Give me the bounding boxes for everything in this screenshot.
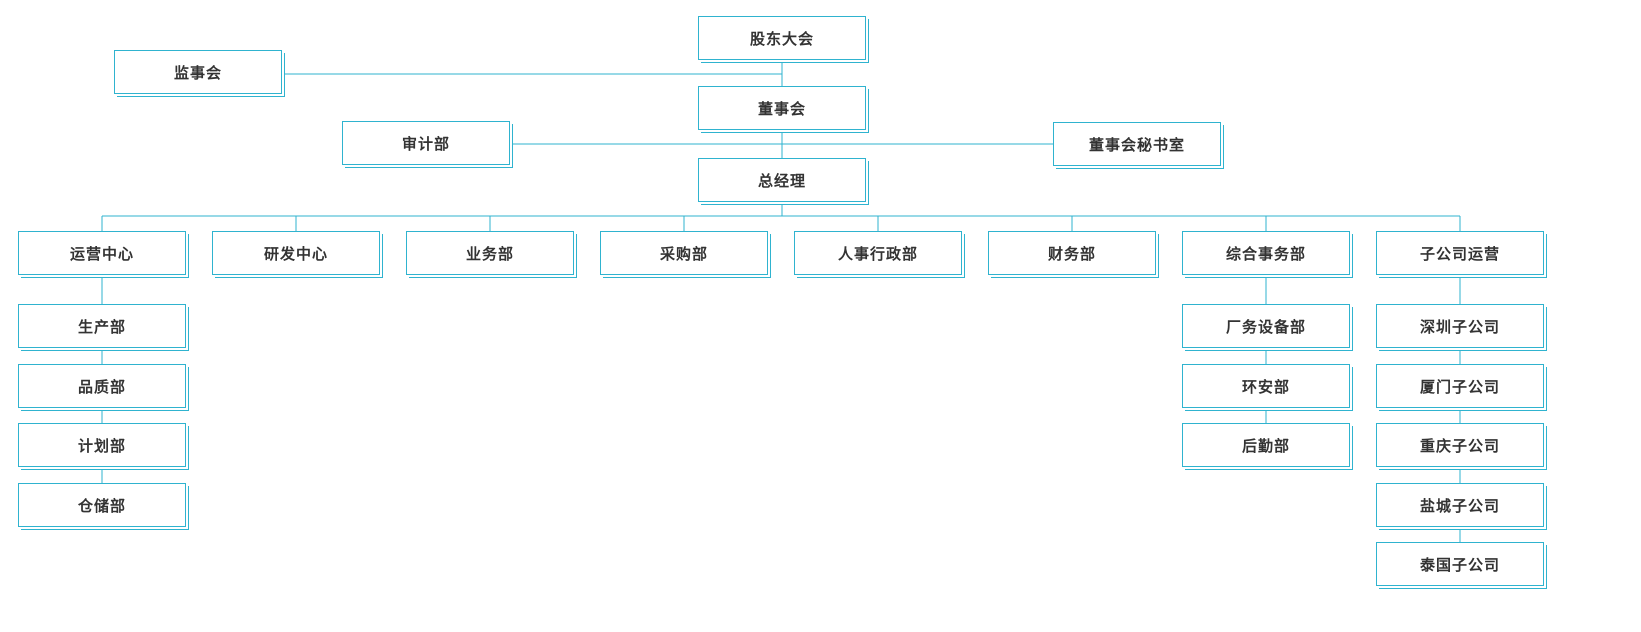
node-sub-unit-6-0: 厂务设备部 — [1182, 304, 1350, 348]
node-department-4: 人事行政部 — [794, 231, 962, 275]
node-sub-unit-7-0: 深圳子公司 — [1376, 304, 1544, 348]
node-sub-unit-6-2: 后勤部 — [1182, 423, 1350, 467]
node-sub-unit-0-3: 仓储部 — [18, 483, 186, 527]
node-board-secretary: 董事会秘书室 — [1053, 122, 1221, 166]
node-department-1: 研发中心 — [212, 231, 380, 275]
node-general-manager: 总经理 — [698, 158, 866, 202]
node-department-6: 综合事务部 — [1182, 231, 1350, 275]
node-department-0: 运营中心 — [18, 231, 186, 275]
node-department-7: 子公司运营 — [1376, 231, 1544, 275]
node-supervisors: 监事会 — [114, 50, 282, 94]
node-sub-unit-7-2: 重庆子公司 — [1376, 423, 1544, 467]
node-department-5: 财务部 — [988, 231, 1156, 275]
node-audit: 审计部 — [342, 121, 510, 165]
node-department-2: 业务部 — [406, 231, 574, 275]
node-department-3: 采购部 — [600, 231, 768, 275]
node-board: 董事会 — [698, 86, 866, 130]
node-shareholders: 股东大会 — [698, 16, 866, 60]
node-sub-unit-7-4: 泰国子公司 — [1376, 542, 1544, 586]
node-sub-unit-0-1: 品质部 — [18, 364, 186, 408]
node-sub-unit-0-0: 生产部 — [18, 304, 186, 348]
node-sub-unit-7-1: 厦门子公司 — [1376, 364, 1544, 408]
node-sub-unit-0-2: 计划部 — [18, 423, 186, 467]
node-sub-unit-6-1: 环安部 — [1182, 364, 1350, 408]
node-sub-unit-7-3: 盐城子公司 — [1376, 483, 1544, 527]
